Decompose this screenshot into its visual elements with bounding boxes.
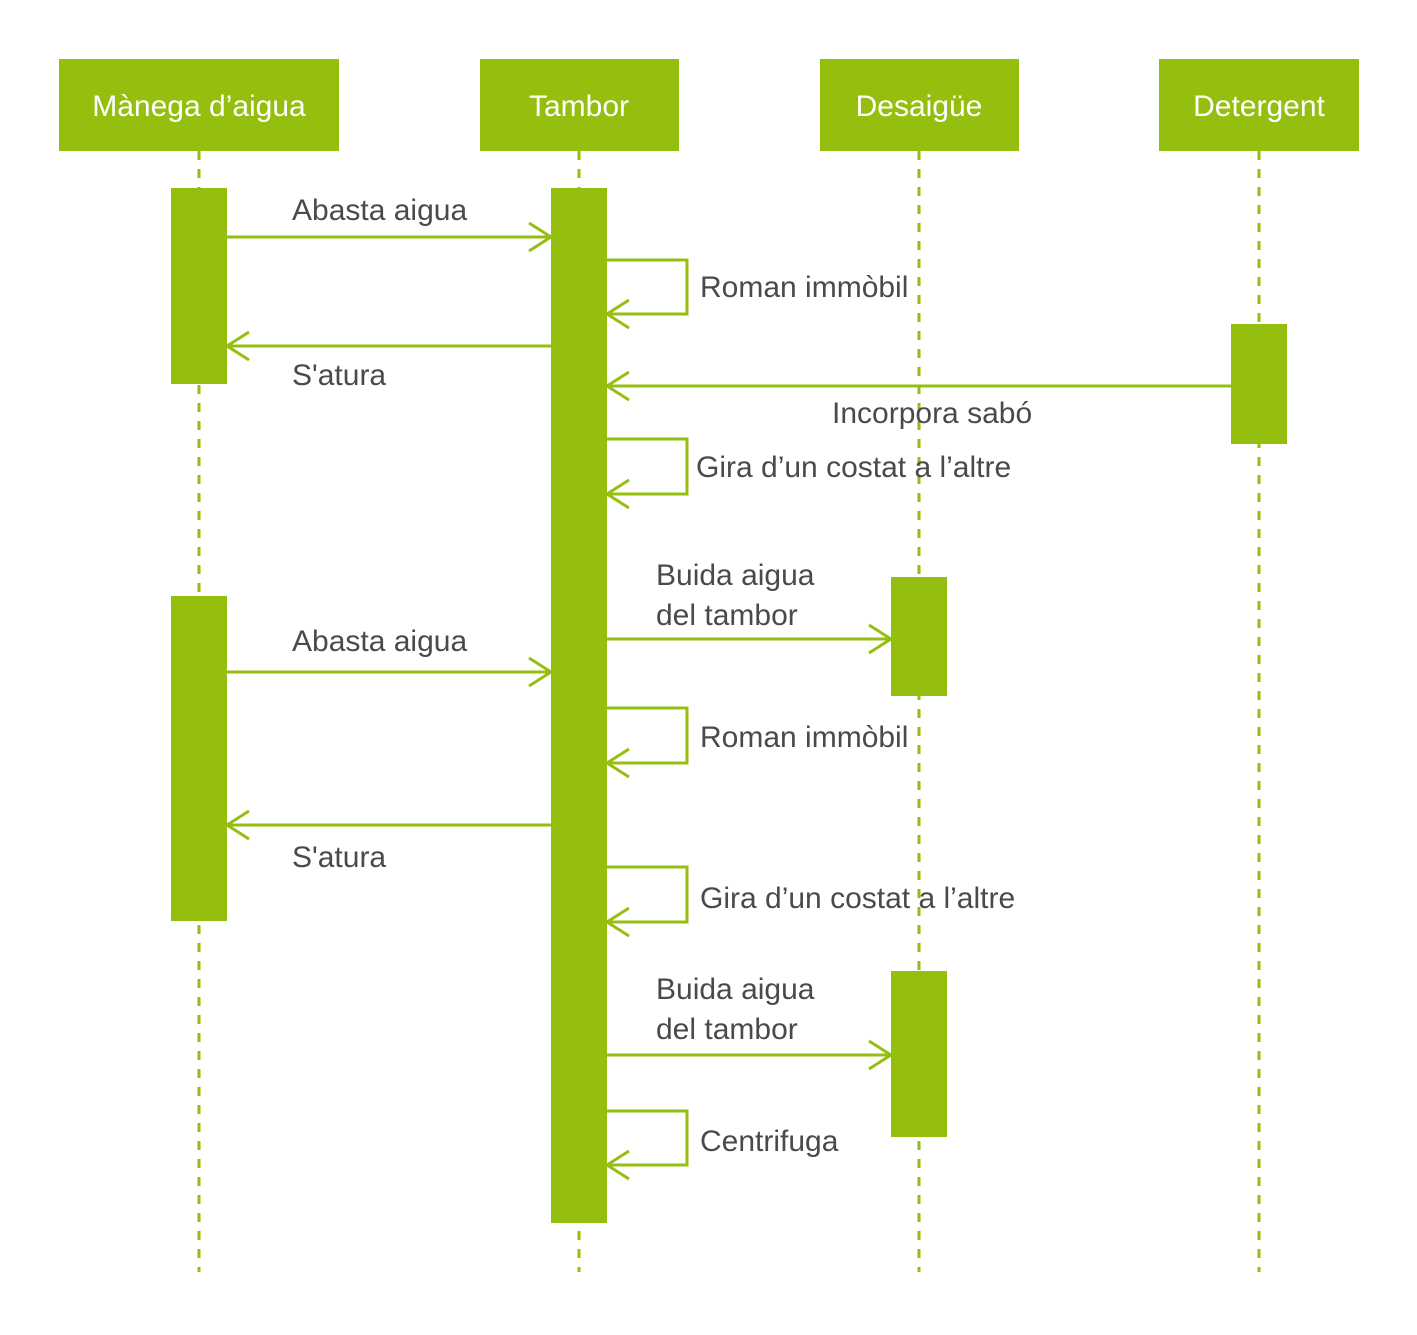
message-label: S'atura bbox=[292, 841, 386, 874]
actor-label-desaigue: Desaigüe bbox=[856, 90, 983, 123]
message-label: Roman immòbil bbox=[700, 271, 908, 304]
message-arrow: Abasta aigua bbox=[227, 194, 554, 253]
message-label: Centrifuga bbox=[700, 1125, 839, 1158]
arrowhead bbox=[604, 906, 630, 938]
arrowhead bbox=[868, 623, 894, 655]
self-message-line bbox=[607, 706, 689, 765]
arrowhead bbox=[604, 1149, 630, 1181]
message-label: del tambor bbox=[656, 599, 798, 632]
message-label: Incorpora sabó bbox=[832, 397, 1032, 430]
actor-label-detergent: Detergent bbox=[1193, 90, 1325, 123]
actor-label-tambor: Tambor bbox=[529, 90, 629, 123]
self-message-line bbox=[607, 258, 689, 316]
arrowhead bbox=[604, 298, 630, 330]
message-self: Roman immòbil bbox=[604, 258, 908, 330]
arrowhead bbox=[224, 809, 250, 841]
actor-box-desaigue bbox=[820, 59, 1019, 151]
self-message-line bbox=[607, 437, 689, 496]
message-label: Abasta aigua bbox=[292, 625, 467, 658]
actor-manega: Mànega d’aigua bbox=[59, 59, 339, 151]
arrowhead bbox=[604, 370, 630, 402]
message-label: Roman immòbil bbox=[700, 721, 908, 754]
arrowhead bbox=[868, 1039, 894, 1071]
message-self: Centrifuga bbox=[604, 1109, 839, 1181]
message-self: Gira d’un costat a l’altre bbox=[604, 865, 1015, 938]
actor-desaigue: Desaigüe bbox=[820, 59, 1019, 151]
message-self: Gira d’un costat a l’altre bbox=[604, 437, 1011, 510]
message-label: Abasta aigua bbox=[292, 194, 467, 227]
activation-bars bbox=[171, 188, 1287, 1223]
lifelines bbox=[197, 151, 1261, 1272]
self-message-line bbox=[607, 865, 689, 924]
self-message-line bbox=[607, 1109, 689, 1167]
activation-bar-desaigue bbox=[891, 971, 947, 1137]
arrowhead bbox=[528, 656, 554, 688]
actor-label-manega: Mànega d’aigua bbox=[92, 90, 306, 123]
message-arrow: S'atura bbox=[224, 330, 551, 392]
message-label: S'atura bbox=[292, 359, 386, 392]
message-arrow: Buida aigua del tambor bbox=[607, 559, 894, 655]
actor-box-detergent bbox=[1159, 59, 1359, 151]
actor-detergent: Detergent bbox=[1159, 59, 1359, 151]
actor-box-tambor bbox=[480, 59, 679, 151]
activation-bar-desaigue bbox=[891, 577, 947, 696]
message-self: Roman immòbil bbox=[604, 706, 908, 779]
actor-tambor: Tambor bbox=[480, 59, 679, 151]
message-arrow: Abasta aigua bbox=[227, 625, 554, 688]
arrowhead bbox=[528, 221, 554, 253]
message-label: del tambor bbox=[656, 1013, 798, 1046]
message-label: Gira d’un costat a l’altre bbox=[696, 451, 1011, 484]
message-label: Gira d’un costat a l’altre bbox=[700, 882, 1015, 915]
message-label: Buida aigua bbox=[656, 973, 815, 1006]
activation-bar-tambor bbox=[551, 188, 607, 1223]
arrowhead bbox=[604, 478, 630, 510]
actor-box-manega bbox=[59, 59, 339, 151]
arrowhead bbox=[224, 330, 250, 362]
message-arrow: S'atura bbox=[224, 809, 551, 874]
message-label: Buida aigua bbox=[656, 559, 815, 592]
activation-bar-manega bbox=[171, 188, 227, 384]
message-arrow: Incorpora sabó bbox=[604, 370, 1231, 430]
actor-headers: Mànega d’aigua Tambor Desaigüe Detergent bbox=[59, 59, 1359, 151]
message-arrow: Buida aigua del tambor bbox=[607, 973, 894, 1071]
arrowhead bbox=[604, 747, 630, 779]
activation-bar-detergent bbox=[1231, 324, 1287, 444]
activation-bar-manega bbox=[171, 596, 227, 921]
